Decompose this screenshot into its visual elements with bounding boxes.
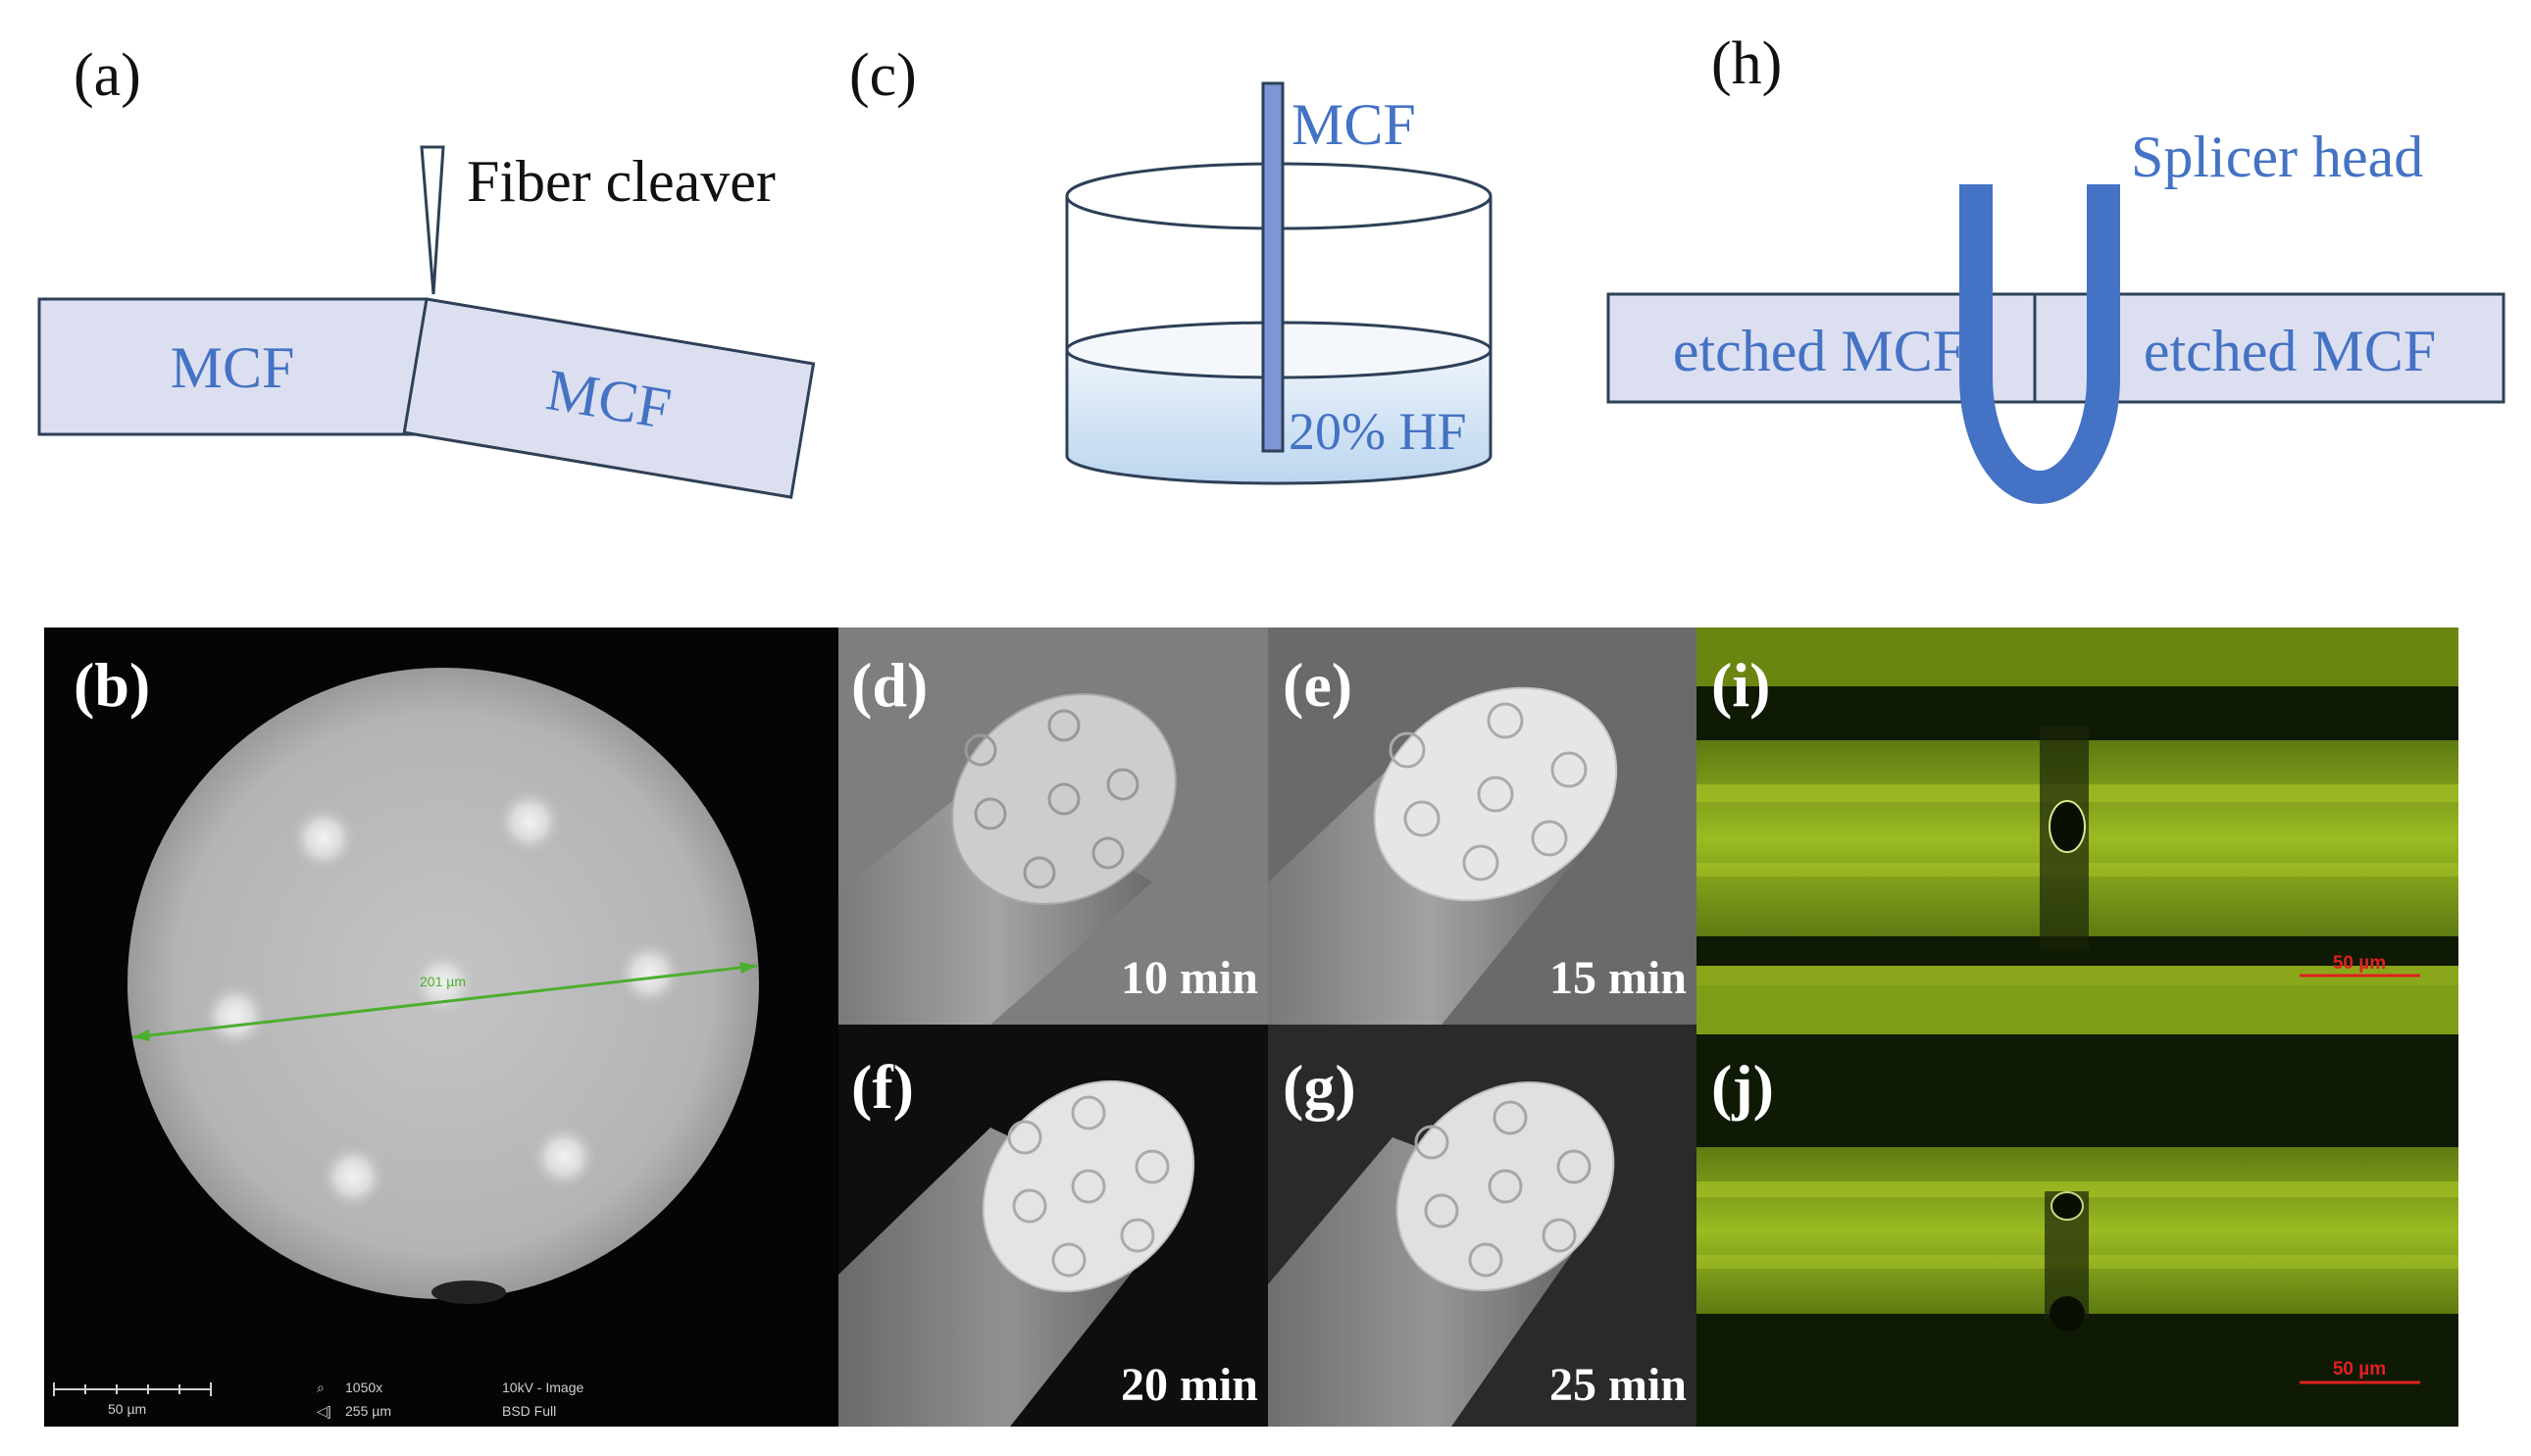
core xyxy=(1389,731,1426,769)
core xyxy=(1531,820,1568,857)
mcf-left-box xyxy=(37,297,429,436)
core xyxy=(1106,768,1139,801)
fiber-end-face xyxy=(951,693,1177,905)
lower-glow-band xyxy=(1696,966,2458,985)
sem-detector: BSD Full xyxy=(502,1403,556,1419)
width-icon: ◁] xyxy=(317,1403,331,1419)
core xyxy=(1023,856,1056,889)
splicer-head-label: Splicer head xyxy=(2131,125,2423,189)
debris xyxy=(431,1280,506,1304)
beaker-bottom xyxy=(1065,455,1493,485)
mcf-right-box xyxy=(402,297,816,499)
splice-bubble xyxy=(2049,800,2086,853)
etched-mcf-right-label: etched MCF xyxy=(2144,319,2436,383)
etched-mcf-left-label: etched MCF xyxy=(1673,319,1965,383)
core xyxy=(1012,1188,1047,1224)
core xyxy=(1047,782,1081,816)
magnify-icon: ⌕ xyxy=(317,1380,325,1395)
core xyxy=(1493,1100,1528,1135)
mcf-rod xyxy=(1261,81,1285,453)
core xyxy=(202,982,269,1049)
panel-e-label: (e) xyxy=(1283,650,1352,720)
panel-a-label: (a) xyxy=(74,42,141,109)
panel-h: (h) Splicer head etched MCF etched MCF xyxy=(1606,30,2506,504)
core xyxy=(1007,1120,1042,1155)
core xyxy=(1120,1218,1155,1253)
core xyxy=(1071,1169,1106,1204)
fiber-cleaver-blade xyxy=(420,145,445,295)
core xyxy=(1414,1125,1449,1160)
panel-c: (c) MCF 20% HF xyxy=(849,42,1493,485)
core xyxy=(1487,702,1524,739)
core xyxy=(1477,776,1514,813)
panel-j-label: (j) xyxy=(1711,1052,1774,1122)
panel-e: (e) 15 min xyxy=(1268,628,1696,1025)
fiber-band-stripe xyxy=(1696,1181,2458,1197)
core xyxy=(1047,709,1081,742)
fiber-end-face xyxy=(1373,686,1618,902)
splice-bubble xyxy=(2050,1191,2084,1221)
panel-c-label: (c) xyxy=(849,42,917,109)
core xyxy=(496,788,563,855)
core xyxy=(1051,1242,1087,1278)
panel-i-label: (i) xyxy=(1711,650,1770,720)
core xyxy=(1550,751,1588,788)
fiber-end-face xyxy=(1395,1080,1615,1292)
panel-f-label: (f) xyxy=(851,1052,914,1122)
panel-j-scalebar-label: 50 µm xyxy=(2333,1359,2386,1380)
core xyxy=(320,1143,386,1210)
upper-glow-band xyxy=(1696,985,2458,1034)
panel-f-time: 20 min xyxy=(1121,1359,1258,1411)
panel-a: (a) Fiber cleaver MCF MCF xyxy=(37,42,816,499)
sem-scalebar-label: 50 µm xyxy=(108,1401,146,1417)
measure-arrow-right xyxy=(739,962,757,974)
panel-f: (f) 20 min xyxy=(838,1025,1268,1427)
sem-voltage: 10kV - Image xyxy=(502,1380,583,1395)
core xyxy=(964,733,997,767)
panel-g: (g) 25 min xyxy=(1268,1025,1696,1427)
splice-bubble xyxy=(2050,1296,2085,1331)
upper-glow-band xyxy=(1696,628,2458,686)
diameter-measure-line xyxy=(131,964,758,1039)
core xyxy=(1542,1218,1577,1253)
core xyxy=(1556,1149,1592,1184)
panel-d-label: (d) xyxy=(851,650,928,720)
panel-g-time: 25 min xyxy=(1549,1359,1687,1411)
core xyxy=(974,797,1007,830)
panel-g-label: (g) xyxy=(1283,1052,1356,1122)
core xyxy=(1468,1242,1503,1278)
splicer-head-shape xyxy=(1959,184,2120,504)
mcf-left-label: MCF xyxy=(171,335,295,400)
core xyxy=(1488,1169,1523,1204)
sem-magnification: 1050x xyxy=(345,1380,382,1395)
core xyxy=(531,1124,597,1190)
panel-i: 50 µm (i) xyxy=(1696,628,2458,985)
panel-d-time: 10 min xyxy=(1121,952,1258,1004)
core xyxy=(290,805,357,872)
sem-grid: (d) 10 min (e) 15 min xyxy=(838,628,1696,1427)
panel-h-label: (h) xyxy=(1711,30,1782,97)
panel-e-time: 15 min xyxy=(1549,952,1687,1004)
core xyxy=(1071,1095,1106,1130)
mcf-right-group: MCF xyxy=(402,297,816,499)
panel-d: (d) 10 min xyxy=(838,628,1268,1025)
panel-j: 50 µm (j) xyxy=(1696,985,2458,1427)
core xyxy=(1462,844,1499,881)
measure-arrow-left xyxy=(132,1029,150,1041)
cleaver-label: Fiber cleaver xyxy=(467,149,776,214)
panel-b-label: (b) xyxy=(74,650,150,720)
mcf-rod-label: MCF xyxy=(1291,92,1416,157)
panel-b: 201 µm 50 µm ⌕ 1050x ◁] 255 µm 10kV - Im… xyxy=(44,628,838,1427)
core xyxy=(1403,800,1441,837)
core xyxy=(1135,1149,1170,1184)
panel-i-scalebar-label: 50 µm xyxy=(2333,953,2386,974)
core xyxy=(1091,836,1125,870)
core xyxy=(1424,1193,1459,1229)
hf-label: 20% HF xyxy=(1289,402,1467,461)
core xyxy=(616,940,683,1007)
sem-field-width: 255 µm xyxy=(345,1403,391,1419)
diameter-measure-value: 201 µm xyxy=(420,974,466,989)
